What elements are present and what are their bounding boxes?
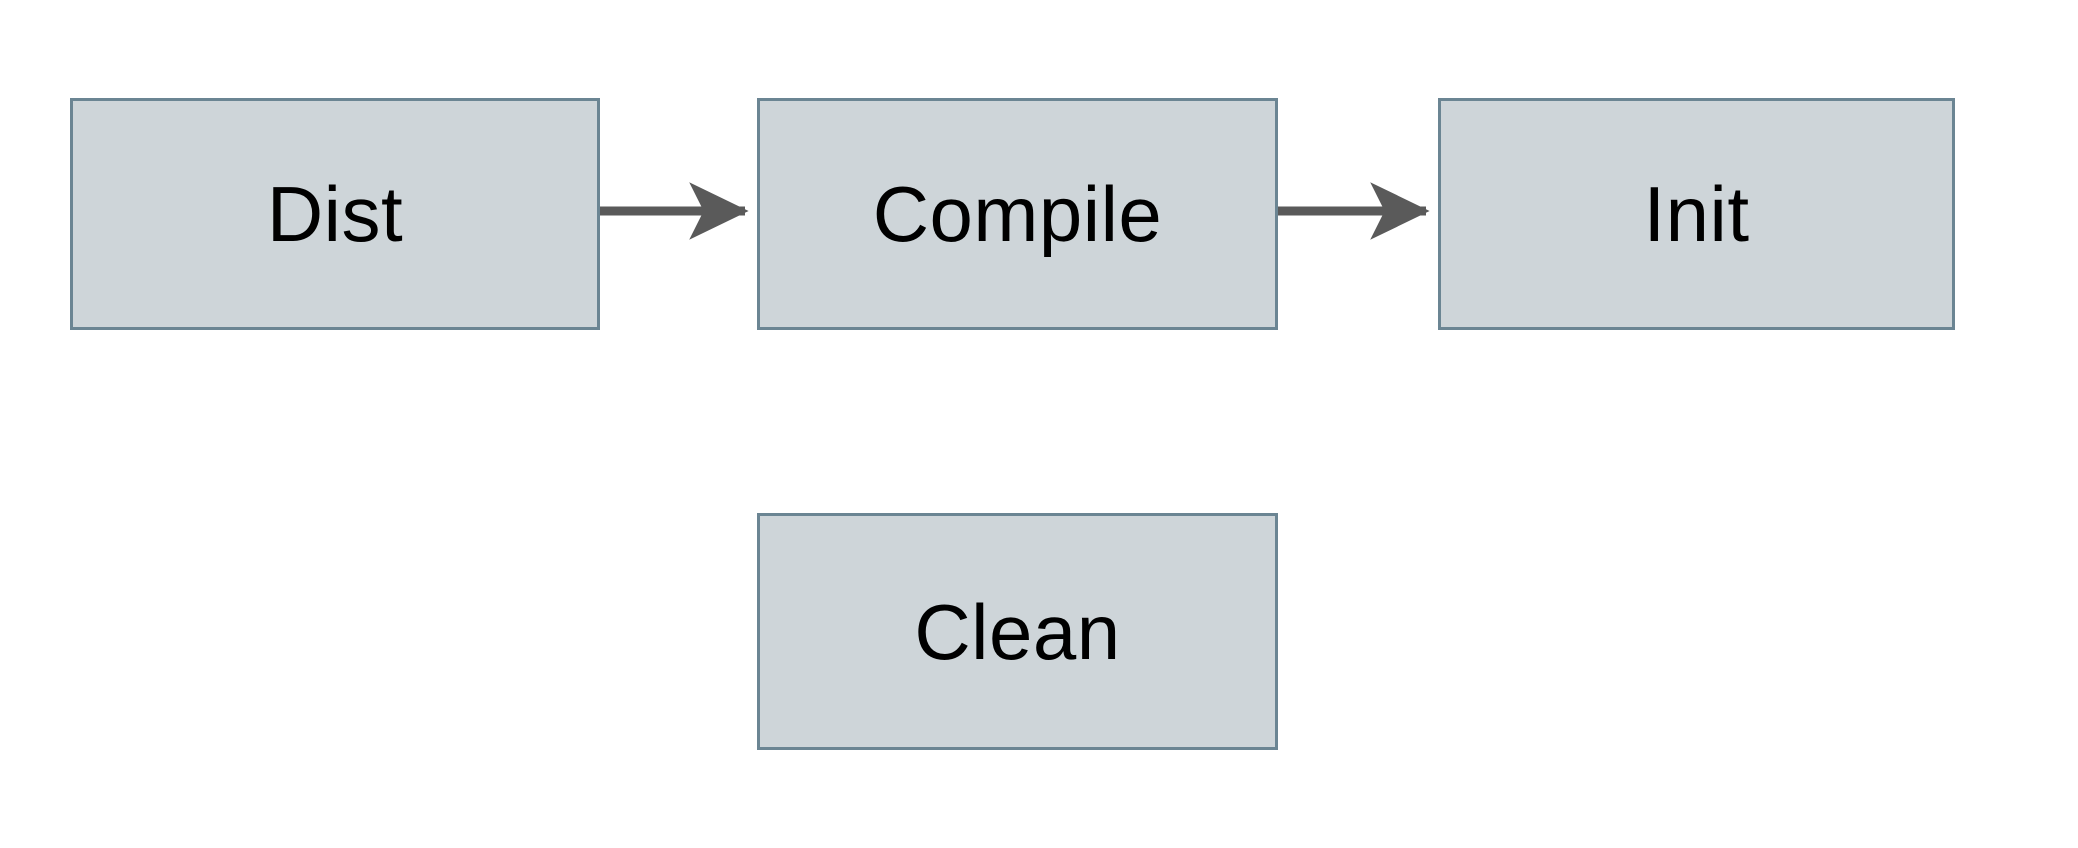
- node-compile[interactable]: Compile: [757, 98, 1278, 330]
- node-dist[interactable]: Dist: [70, 98, 600, 330]
- node-dist-label: Dist: [266, 170, 404, 258]
- node-init[interactable]: Init: [1438, 98, 1955, 330]
- node-clean-label: Clean: [914, 587, 1121, 676]
- node-clean[interactable]: Clean: [757, 513, 1278, 750]
- node-init-label: Init: [1643, 170, 1750, 258]
- node-compile-label: Compile: [872, 170, 1163, 258]
